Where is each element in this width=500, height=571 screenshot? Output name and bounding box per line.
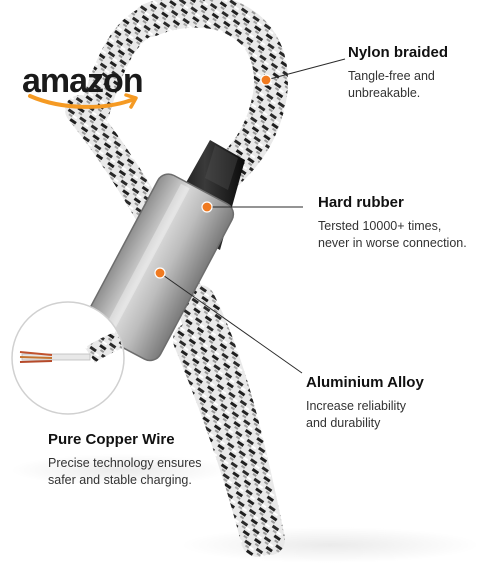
- feature-line: Tangle-free and: [348, 69, 435, 83]
- feature-aluminium-alloy: Aluminium Alloy Increase reliability and…: [306, 373, 424, 432]
- feature-line: and durability: [306, 416, 381, 430]
- feature-title: Pure Copper Wire: [48, 431, 175, 448]
- feature-line: never in worse connection.: [318, 236, 467, 250]
- feature-hard-rubber: Hard rubber Tersted 10000+ times, never …: [318, 193, 467, 252]
- feature-title: Nylon braided: [348, 44, 449, 61]
- feature-description: Increase reliability and durability: [306, 398, 424, 432]
- feature-line: safer and stable charging.: [48, 473, 192, 487]
- feature-title: Aluminium Alloy: [306, 374, 424, 391]
- feature-pure-copper-wire: Pure Copper Wire Precise technology ensu…: [48, 430, 202, 489]
- amazon-logo: amazon: [22, 62, 162, 114]
- feature-line: Precise technology ensures: [48, 456, 202, 470]
- feature-line: Increase reliability: [306, 399, 407, 413]
- feature-title: Hard rubber: [318, 194, 404, 211]
- feature-nylon-braided: Nylon braided Tangle-free and unbreakabl…: [348, 43, 448, 102]
- feature-description: Precise technology ensures safer and sta…: [48, 455, 202, 489]
- feature-line: unbreakable.: [348, 86, 421, 100]
- feature-description: Tersted 10000+ times, never in worse con…: [318, 218, 467, 252]
- logo-wordmark: amazon: [22, 62, 144, 100]
- feature-description: Tangle-free and unbreakable.: [348, 68, 448, 102]
- feature-line: Tersted 10000+ times,: [318, 219, 442, 233]
- amazon-smile-icon: [28, 93, 138, 109]
